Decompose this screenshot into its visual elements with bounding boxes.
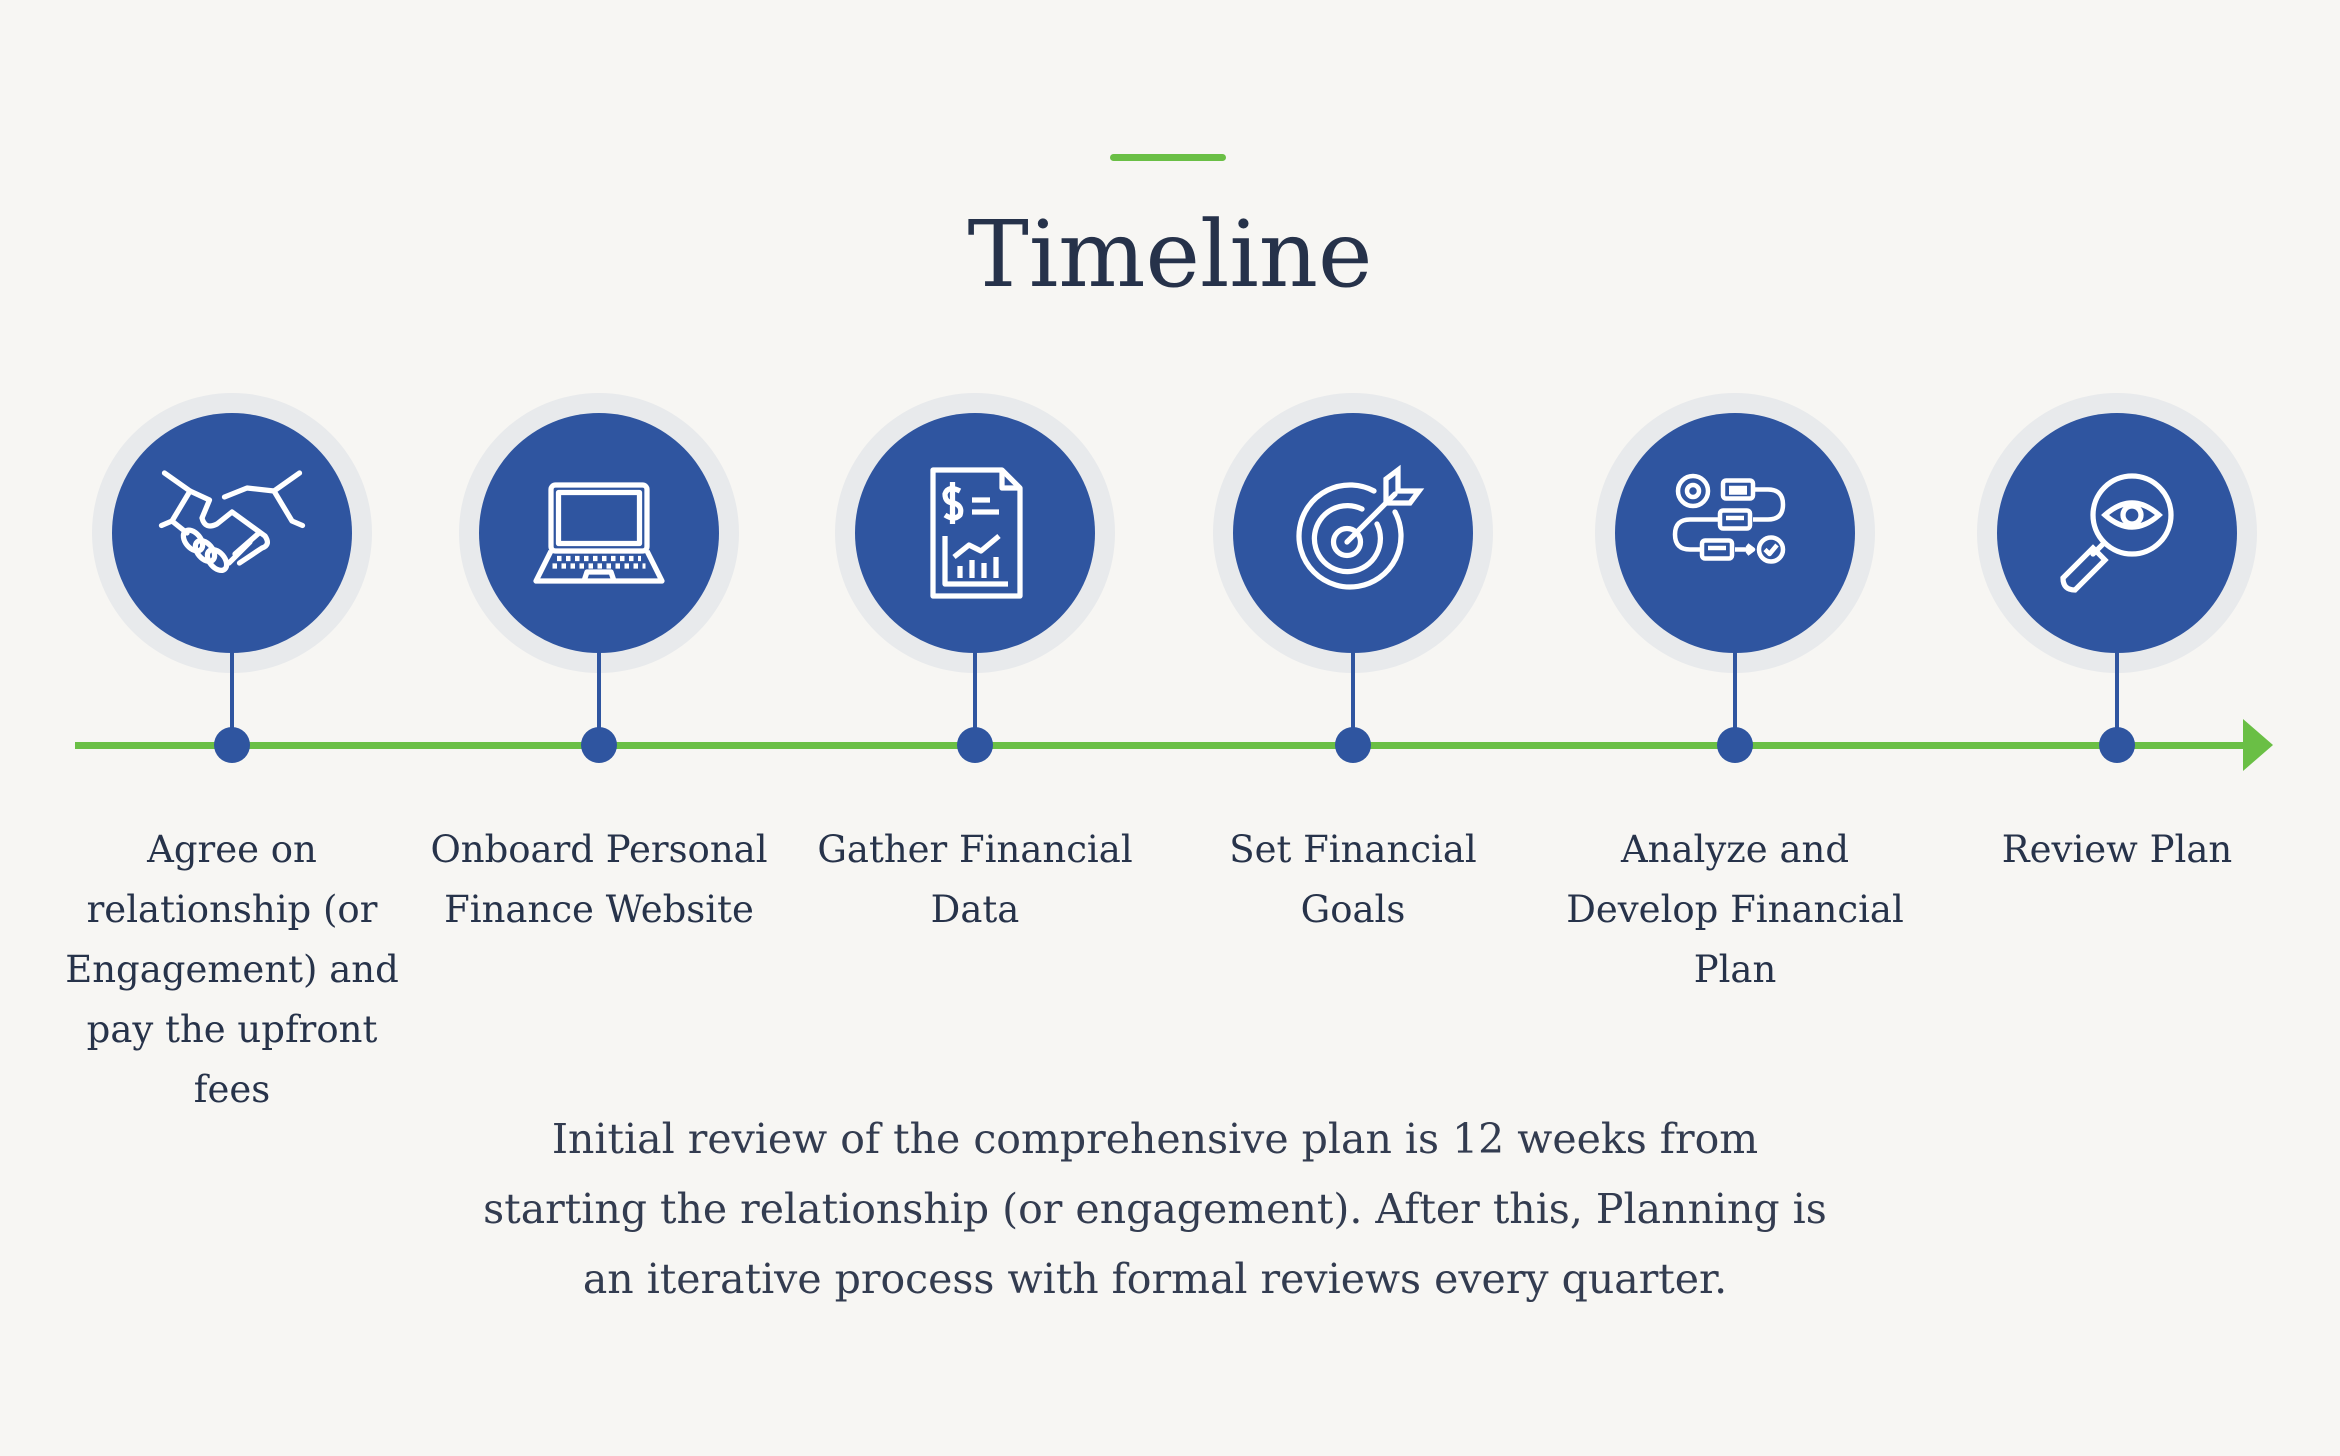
- timeline-dot: [1717, 727, 1753, 763]
- financial-document-icon: [855, 413, 1095, 653]
- connector-line: [2115, 650, 2119, 746]
- timeline-dot: [214, 727, 250, 763]
- step-label: Analyze and Develop Financial Plan: [1566, 828, 1904, 991]
- workflow-icon: [1615, 413, 1855, 653]
- step-label: Gather Financial Data: [817, 828, 1133, 931]
- step-label: Onboard Personal Finance Website: [430, 828, 768, 931]
- timeline-dot: [957, 727, 993, 763]
- timeline-note: Initial review of the comprehensive plan…: [483, 1115, 1827, 1303]
- timeline-dot: [581, 727, 617, 763]
- target-icon: [1233, 413, 1473, 653]
- connector-line: [1733, 650, 1737, 746]
- title-accent-bar: [1110, 154, 1226, 161]
- timeline-axis: [75, 742, 2255, 749]
- connector-line: [1351, 650, 1355, 746]
- connector-line: [973, 650, 977, 746]
- laptop-icon: [479, 413, 719, 653]
- step-label: Agree on relationship (or Engagement) an…: [65, 828, 399, 1111]
- connector-line: [597, 650, 601, 746]
- step-label: Review Plan: [2001, 828, 2233, 871]
- handshake-icon: [112, 413, 352, 653]
- timeline-dot: [1335, 727, 1371, 763]
- connector-line: [230, 650, 234, 746]
- timeline-dot: [2099, 727, 2135, 763]
- step-label: Set Financial Goals: [1229, 828, 1477, 931]
- timeline-arrow-icon: [2243, 719, 2273, 771]
- magnifier-eye-icon: [1997, 413, 2237, 653]
- page-title: Timeline: [967, 201, 1373, 308]
